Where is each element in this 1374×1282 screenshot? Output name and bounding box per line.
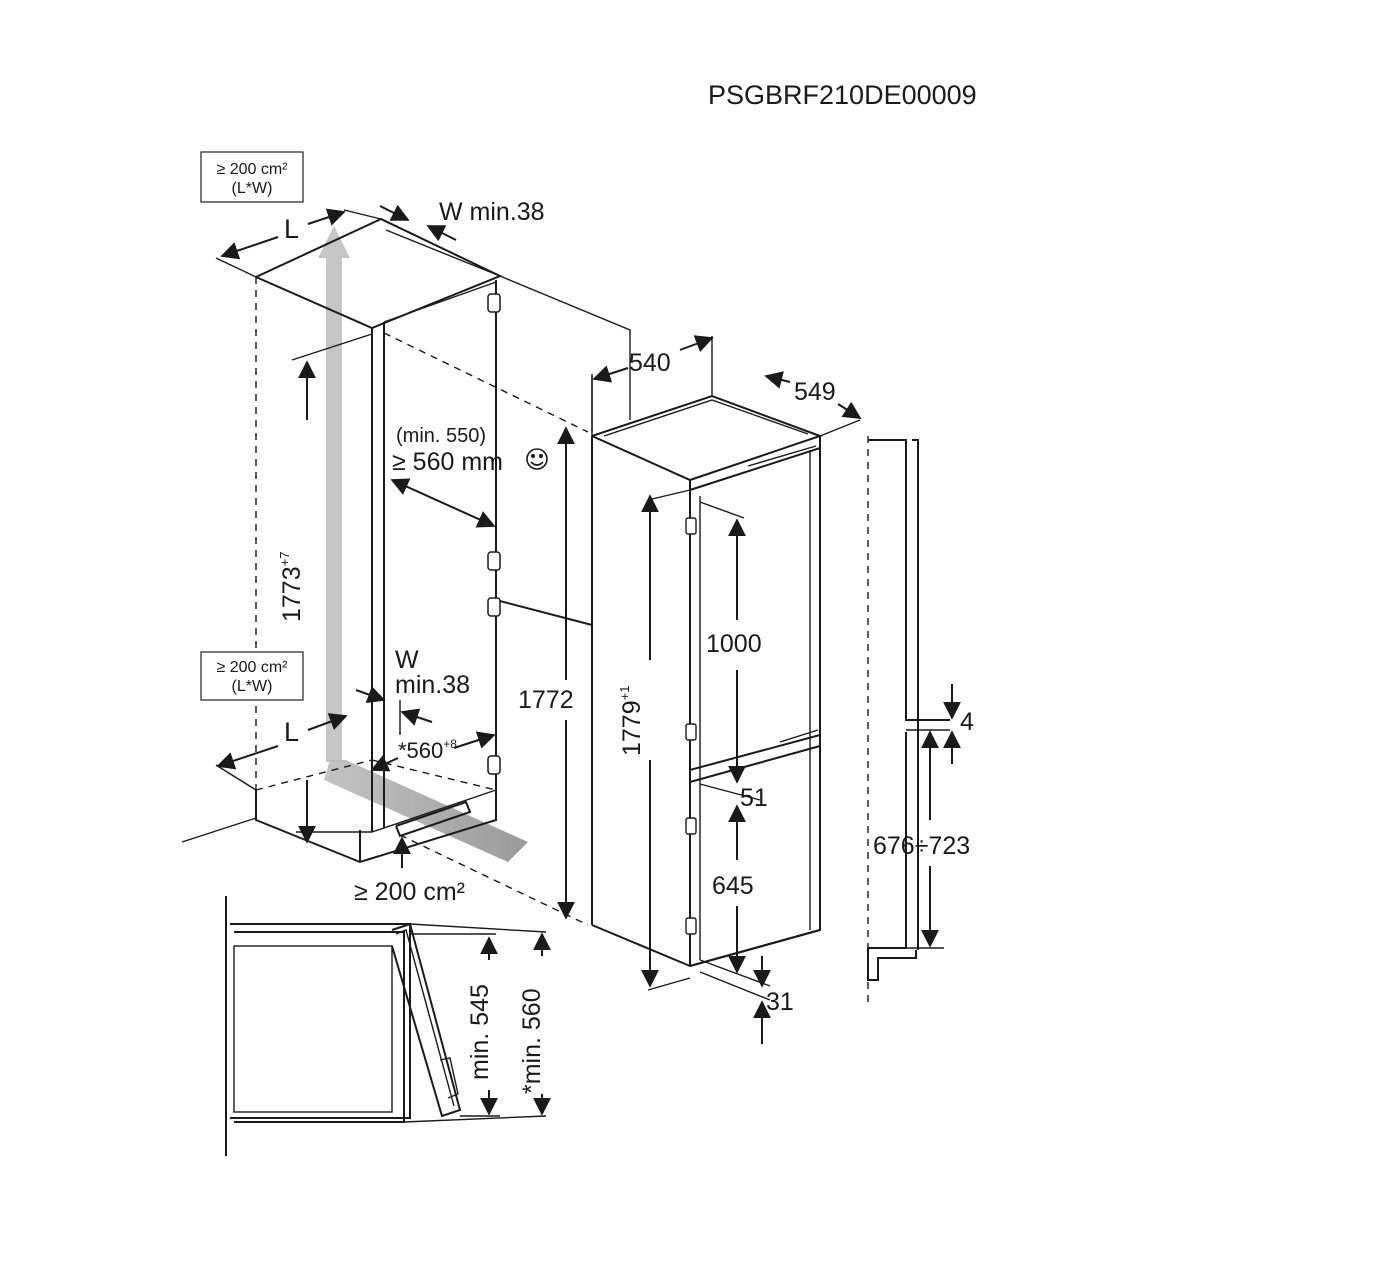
side-range: 676÷723	[873, 832, 970, 860]
side-profile	[867, 436, 961, 1005]
niche-height: 1773	[278, 566, 306, 622]
niche-width: *560	[398, 738, 443, 763]
door-height-tol: +1	[617, 686, 632, 701]
side-gap: 4	[960, 708, 974, 736]
niche-depth-alt: (min. 550)	[396, 425, 486, 447]
appliance-hinge-icons	[685, 517, 697, 935]
label-L-bottom: L	[284, 717, 299, 747]
section-min-545: min. 545	[466, 984, 494, 1080]
document-code: PSGBRF210DE00009	[708, 80, 977, 110]
svg-text:1773+7: 1773+7	[277, 552, 306, 622]
cabinet-niche	[181, 204, 631, 926]
door-height: 1779	[618, 700, 646, 756]
smiley-icon	[526, 448, 548, 470]
hinge-icons	[487, 293, 501, 775]
svg-text:*560+8: *560+8	[398, 737, 457, 763]
upper-door: 1000	[706, 630, 762, 658]
vent-top-area: ≥ 200 cm²	[216, 161, 288, 178]
niche-height-tol: +7	[277, 552, 292, 567]
label-W-mid-2: min.38	[395, 671, 470, 699]
appliance	[557, 335, 862, 1044]
bottom-vent-area: ≥ 200 cm²	[354, 878, 465, 906]
lower-door: 645	[712, 872, 754, 900]
vent-mid-box: ≥ 200 cm² (L*W)	[200, 651, 304, 701]
niche-depth: ≥ 560 mm	[392, 448, 503, 476]
vent-top-box: ≥ 200 cm² (L*W)	[200, 151, 304, 203]
appliance-height: 1772	[518, 686, 574, 714]
vent-top-dims: (L*W)	[232, 180, 273, 197]
vent-mid-area: ≥ 200 cm²	[216, 659, 288, 676]
section-min-560: *min. 560	[518, 988, 546, 1094]
bottom-gap: 31	[766, 988, 794, 1016]
niche-width-tol: +8	[443, 737, 457, 751]
vent-mid-dims: (L*W)	[232, 678, 273, 695]
appliance-depth: 549	[794, 378, 836, 406]
label-L-top: L	[284, 214, 299, 244]
label-W-mid-1: W	[395, 646, 419, 674]
label-W-top: W min.38	[439, 198, 545, 226]
svg-text:1779+1: 1779+1	[617, 686, 646, 756]
section-view	[225, 896, 551, 1156]
airflow-up-arrow	[318, 226, 350, 762]
airflow-bottom-arrow	[324, 760, 528, 862]
niche-height-label: 1773+7	[277, 552, 306, 622]
gap-between-doors: 51	[740, 784, 768, 812]
appliance-width: 540	[629, 349, 671, 377]
